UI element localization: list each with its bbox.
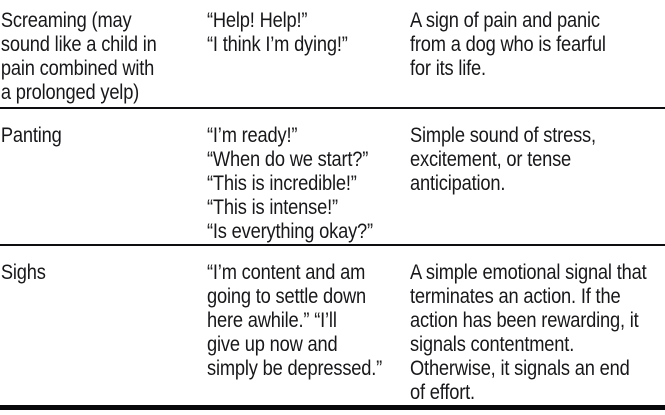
translation-cell: “I’m content and am going to settle down…: [207, 261, 383, 380]
table-row-sighs: Sighs “I’m content and am going to settl…: [0, 246, 665, 410]
meaning-cell: Simple sound of stress, excitement, or t…: [410, 124, 596, 195]
table-row-panting: Panting “I’m ready!” “When do we start?”…: [0, 109, 665, 246]
meaning-cell: A simple emotional signal that terminate…: [410, 261, 647, 404]
meaning-cell: A sign of pain and panic from a dog who …: [410, 9, 606, 80]
translation-cell: “I’m ready!” “When do we start?” “This i…: [207, 124, 373, 243]
sound-term-cell: Sighs: [0, 261, 46, 284]
translation-cell: “Help! Help!” “I think I’m dying!”: [207, 9, 348, 56]
sound-term-cell: Screaming (may sound like a child in pai…: [0, 9, 157, 104]
sound-term-cell: Panting: [0, 124, 62, 147]
table-row-screaming: Screaming (may sound like a child in pai…: [0, 0, 665, 109]
